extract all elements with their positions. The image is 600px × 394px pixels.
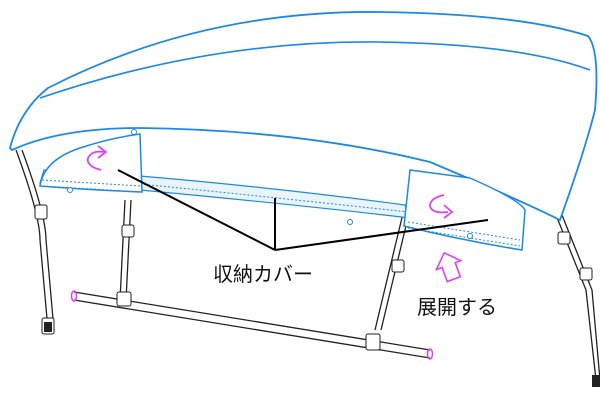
canopy-top — [8, 11, 598, 222]
deploy-label: 展開する — [417, 295, 497, 319]
up-arrow-icon — [434, 251, 463, 283]
canopy-front-seam — [39, 41, 591, 99]
storage-cover-left — [39, 133, 143, 193]
frame-fittings — [34, 204, 593, 351]
foot-caps — [44, 322, 600, 387]
storage-cover-label: 収納カバー — [213, 262, 313, 286]
crossbar-end-caps — [70, 290, 434, 360]
leader-lines — [117, 169, 489, 251]
snap-fasteners — [67, 129, 473, 239]
rotate-arrow-icon — [86, 145, 108, 171]
rotate-arrow-icon — [429, 194, 454, 219]
storage-cover-right — [403, 169, 526, 251]
